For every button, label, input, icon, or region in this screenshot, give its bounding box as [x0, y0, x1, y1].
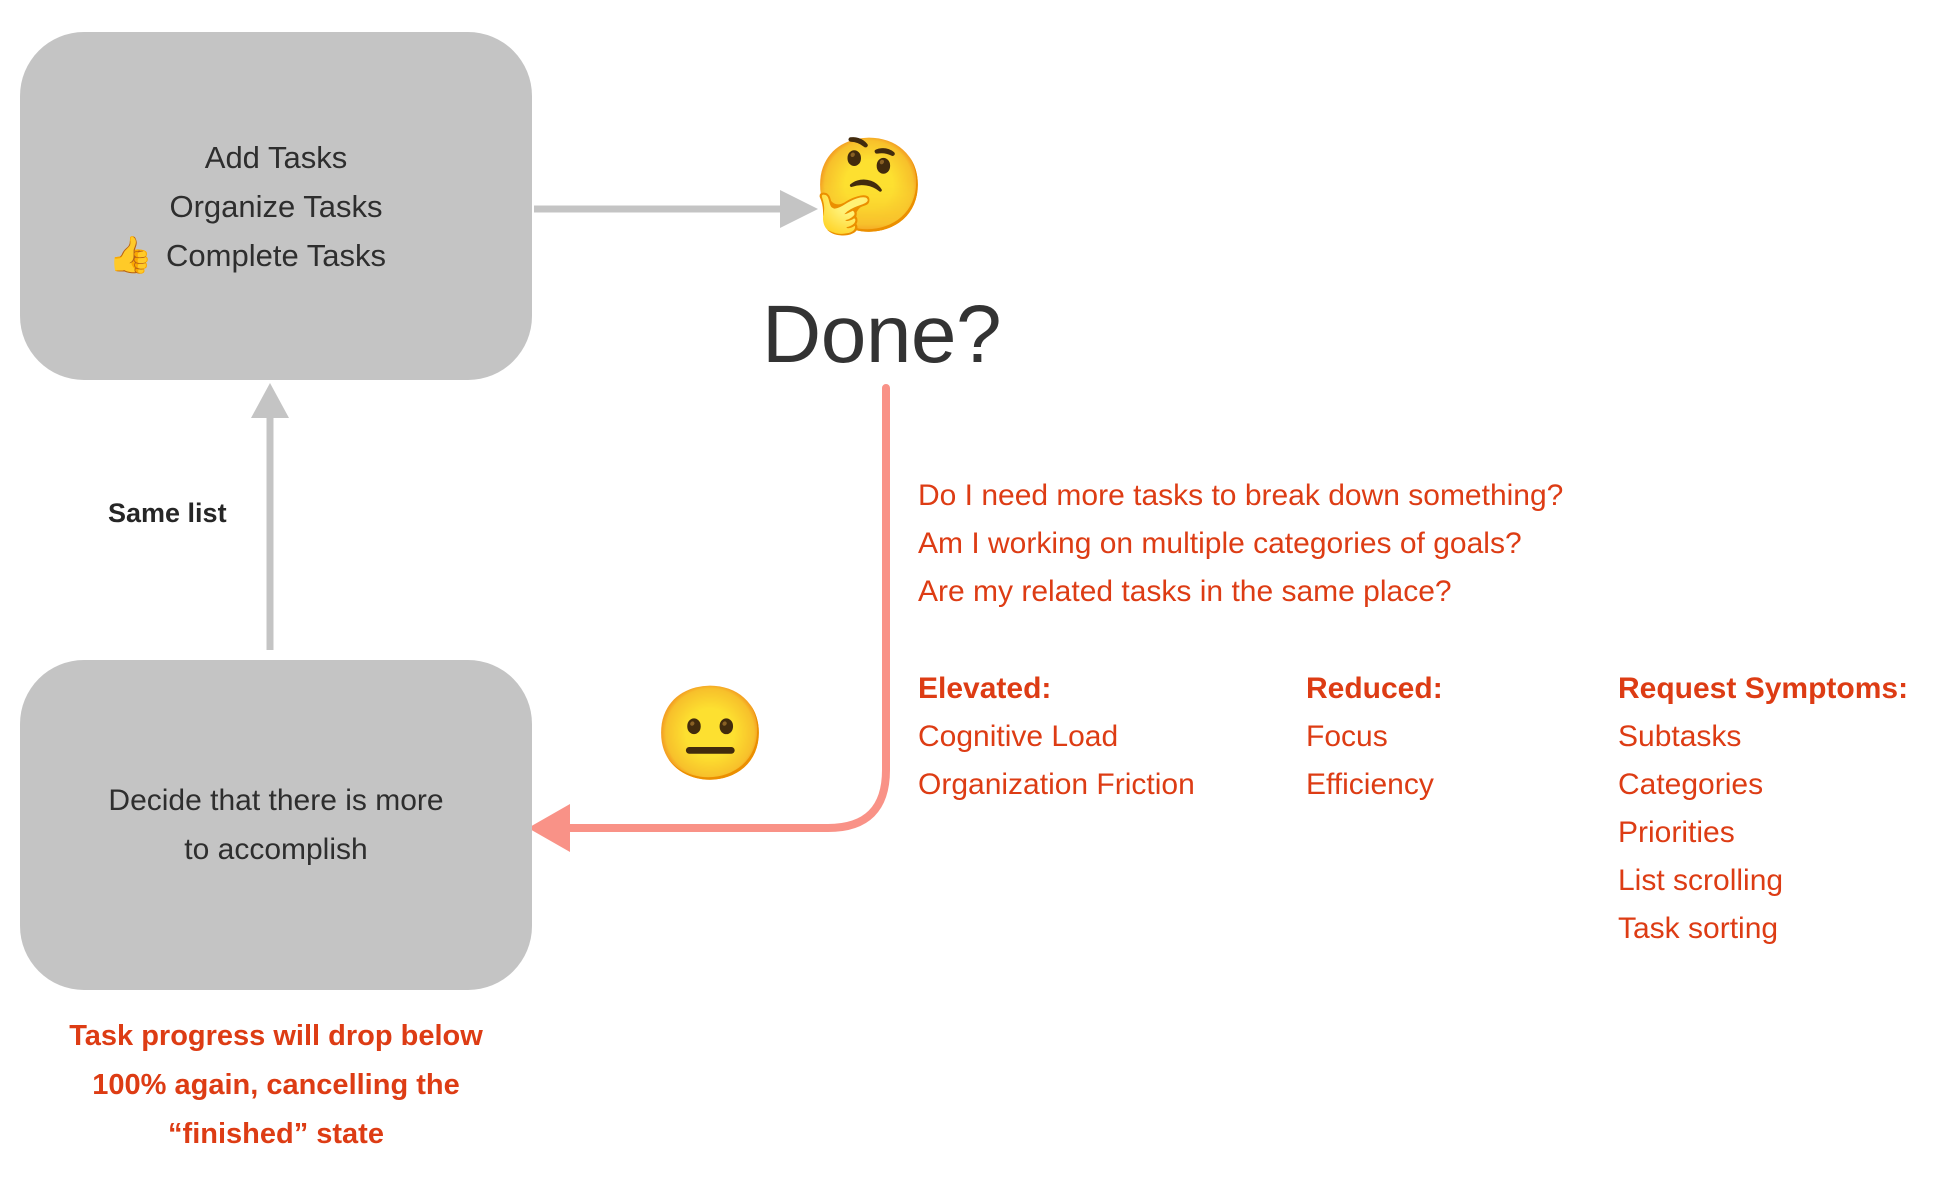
node-line-organize-tasks: Organize Tasks [169, 188, 383, 224]
column-item: Priorities [1618, 816, 1735, 849]
column-item: Organization Friction [918, 768, 1195, 801]
column-item: Subtasks [1618, 720, 1742, 753]
questions-list: Do I need more tasks to break down somet… [918, 472, 1563, 616]
column-item: Efficiency [1306, 768, 1434, 801]
column-item: List scrolling [1618, 864, 1784, 897]
column-item: Task sorting [1618, 912, 1779, 945]
thinking-face-icon: 🤔 [812, 135, 927, 237]
column-item: Categories [1618, 768, 1764, 801]
node-line-decide-2: to accomplish [184, 833, 368, 866]
column-elevated: Elevated: Cognitive Load Organization Fr… [918, 665, 1306, 953]
progress-note-line: 100% again, cancelling the [92, 1069, 460, 1101]
question-item: Am I working on multiple categories of g… [918, 527, 1522, 560]
column-heading: Elevated: [918, 672, 1052, 705]
question-item: Do I need more tasks to break down somet… [918, 479, 1564, 512]
progress-note: Task progress will drop below 100% again… [20, 1012, 532, 1159]
node-line-complete-tasks-text: Complete Tasks [166, 237, 386, 273]
decision-label-done: Done? [762, 289, 1002, 380]
symptom-columns: Elevated: Cognitive Load Organization Fr… [918, 665, 1908, 953]
edge-tasks-to-done [534, 190, 818, 228]
column-heading: Request Symptoms: [1618, 672, 1909, 705]
progress-note-line: Task progress will drop below [69, 1020, 483, 1052]
thumbs-up-icon: 👍 [108, 233, 153, 275]
node-tasks-loop[interactable]: Add Tasks Organize Tasks 👍 Complete Task… [20, 32, 532, 380]
edge-decide-to-tasks [251, 383, 289, 650]
column-reduced: Reduced: Focus Efficiency [1306, 665, 1618, 953]
node-line-add-tasks: Add Tasks [204, 139, 348, 175]
column-request-symptoms: Request Symptoms: Subtasks Categories Pr… [1618, 665, 1908, 953]
progress-note-line: “finished” state [168, 1118, 384, 1150]
edge-label-same-list: Same list [108, 498, 227, 528]
node-line-complete-tasks: 👍 Complete Tasks [108, 231, 386, 280]
node-line-decide-1: Decide that there is more [108, 784, 444, 817]
question-item: Are my related tasks in the same place? [918, 575, 1452, 608]
column-item: Cognitive Load [918, 720, 1119, 753]
column-heading: Reduced: [1306, 672, 1443, 705]
node-more-to-accomplish[interactable]: Decide that there is more to accomplish [20, 660, 532, 990]
column-item: Focus [1306, 720, 1388, 753]
neutral-face-icon: 😐 [653, 683, 768, 785]
